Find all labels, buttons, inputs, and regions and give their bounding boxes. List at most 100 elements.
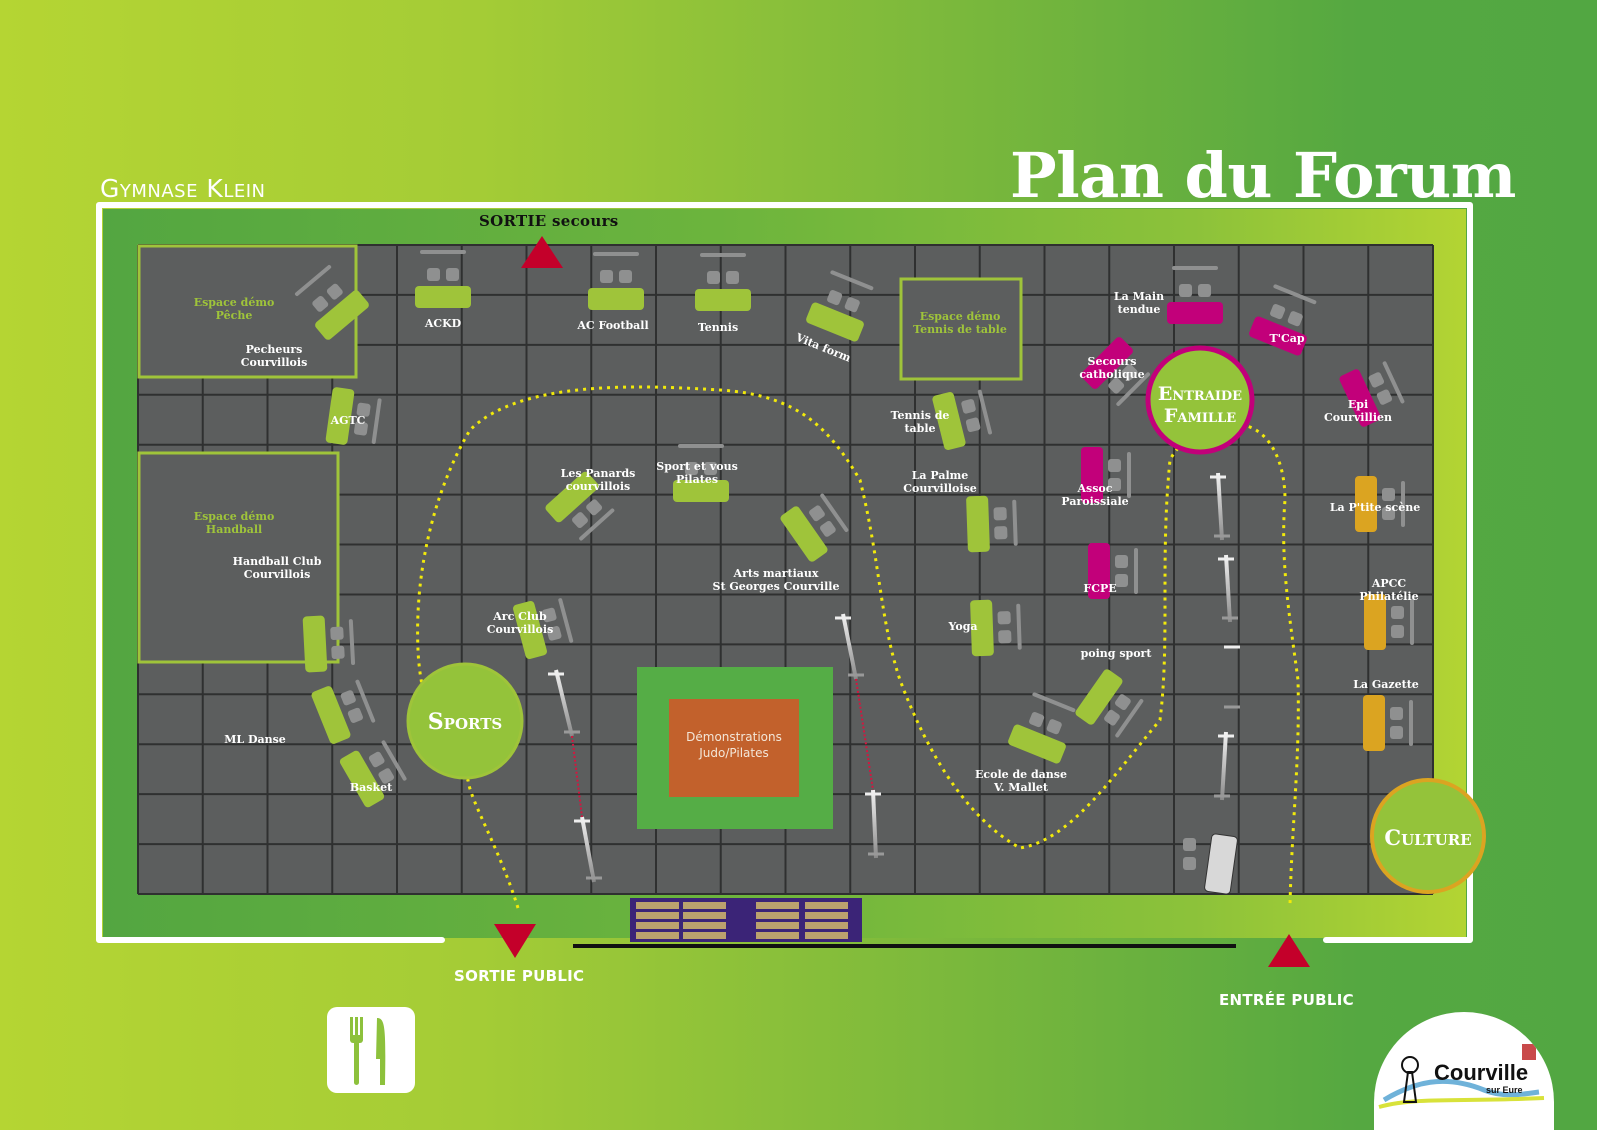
chair <box>326 283 343 300</box>
demo-space-tennis-table[interactable]: Espace démo Tennis de table <box>899 277 1023 381</box>
stand-agtc[interactable]: AGTC <box>325 387 382 449</box>
stand-label: Yoga <box>947 620 977 633</box>
bench <box>683 912 726 919</box>
stand-ml-danse[interactable]: ML Danse <box>224 674 377 746</box>
stand-tennis[interactable]: Tennis <box>695 253 751 334</box>
stand-label: Courvillois <box>244 568 311 581</box>
stand-label: tendue <box>1118 303 1161 316</box>
stand-ac-football[interactable]: AC Football <box>576 252 649 332</box>
stand-label: Epi <box>1348 398 1368 411</box>
public-entrance-label: ENTRÉE PUBLIC <box>1219 991 1354 1009</box>
chair <box>1391 606 1404 619</box>
mat-center <box>669 699 799 797</box>
stand-backdrop <box>1273 284 1317 305</box>
stand-label: Ecole de danse <box>975 768 1067 781</box>
stand-backdrop <box>420 250 466 254</box>
stand-table <box>966 495 990 553</box>
bench <box>805 922 848 929</box>
demo-mat-judo-pilates[interactable]: Démonstrations Judo/Pilates <box>637 667 833 829</box>
barrier-post <box>1224 554 1232 623</box>
bench <box>756 902 799 909</box>
chair <box>356 402 371 417</box>
chair <box>1115 694 1131 710</box>
stand-backdrop <box>1401 481 1405 527</box>
stand-poing-sport[interactable]: poing sport <box>1074 647 1152 742</box>
bench <box>756 912 799 919</box>
chair <box>1115 574 1128 587</box>
stand-backdrop <box>593 252 639 256</box>
chair <box>600 270 613 283</box>
chair <box>586 499 603 516</box>
chair <box>572 512 588 529</box>
right-edge-line <box>1597 0 1599 1130</box>
venue-title: Gymnase Klein <box>100 174 266 203</box>
chair <box>368 751 385 768</box>
restaurant-area[interactable] <box>327 1007 415 1093</box>
zone-entraide-famille[interactable]: Entraide Famille <box>1145 345 1255 455</box>
chair <box>446 268 459 281</box>
chair <box>1391 625 1404 638</box>
stand-basket[interactable]: Basket <box>338 735 409 808</box>
stand-yoga[interactable]: Yoga <box>947 599 1022 657</box>
town-logo: Courville sur Eure <box>1374 1012 1554 1130</box>
zone-sports[interactable]: Sports <box>406 662 524 780</box>
demo-space-label: Pêche <box>216 309 253 322</box>
chair <box>330 626 344 641</box>
stand-table <box>1249 316 1307 356</box>
bench <box>683 922 726 929</box>
stand-backdrop <box>381 740 407 781</box>
chair <box>1108 377 1125 394</box>
stand-label: catholique <box>1079 368 1144 381</box>
chair <box>685 462 698 475</box>
zone-culture[interactable]: Culture <box>1370 778 1486 894</box>
chair <box>331 645 345 659</box>
stand-la-gazette[interactable]: La Gazette <box>1353 678 1419 751</box>
chair <box>354 421 368 436</box>
stand-label: AGTC <box>330 414 366 427</box>
stand-unlabeled[interactable] <box>1183 833 1238 895</box>
stand-backdrop <box>1016 603 1022 650</box>
demo-space-label: Espace démo <box>194 296 275 309</box>
stand-backdrop <box>348 619 356 666</box>
stand-table <box>1081 447 1103 503</box>
stand-table <box>545 471 599 523</box>
stand-backdrop <box>1012 499 1018 546</box>
bench <box>805 902 848 909</box>
stand-table <box>588 288 644 310</box>
barrier-rope <box>571 735 583 818</box>
chair <box>844 297 860 313</box>
stand-label: Courvillien <box>1324 411 1392 424</box>
stand-backdrop <box>700 253 746 257</box>
chair <box>619 270 632 283</box>
chair <box>704 462 717 475</box>
barrier-post <box>871 789 878 859</box>
stand-table <box>1339 369 1381 427</box>
stand-label: Arts martiaux <box>733 567 819 580</box>
chair <box>312 295 329 312</box>
stand-la-ptite-scene[interactable]: La P'tite scène <box>1330 476 1420 532</box>
stand-ackd[interactable]: ACKD <box>415 250 471 330</box>
bench <box>756 932 799 939</box>
emergency-exit-label: SORTIE secours <box>479 212 619 230</box>
stand-backdrop <box>820 493 849 532</box>
stand-table <box>1355 476 1377 532</box>
barrier-post <box>1220 731 1228 801</box>
stand-fcpe[interactable]: FCPE <box>1083 543 1138 599</box>
stand-t-cap[interactable]: T'Cap <box>1248 282 1322 357</box>
chair <box>961 399 976 414</box>
stand-backdrop <box>558 598 574 643</box>
